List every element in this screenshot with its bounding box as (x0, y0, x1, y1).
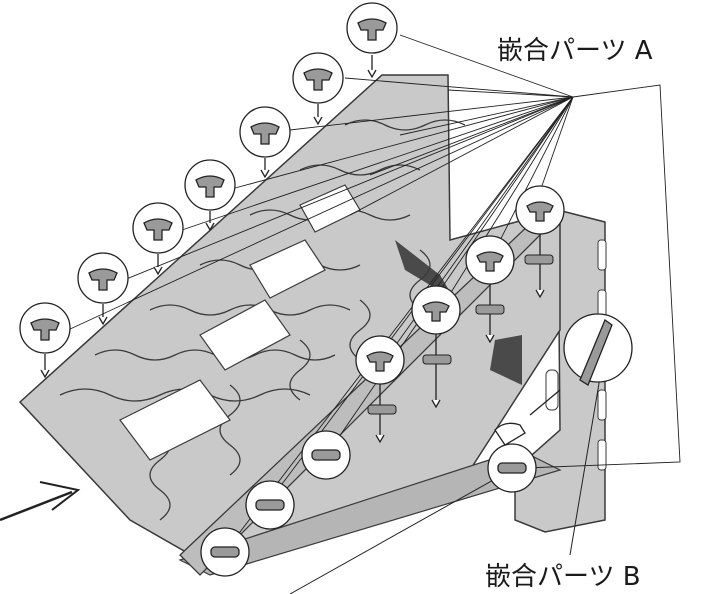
label-part-a: 嵌合パーツ A (497, 36, 653, 66)
callout-circle (515, 185, 565, 299)
callout-circle (292, 52, 344, 126)
callout-circle (19, 302, 71, 379)
callout-circle (77, 252, 129, 326)
callout-circle (355, 335, 405, 444)
leader-lines-a (67, 34, 681, 546)
callout-circle (465, 235, 515, 344)
callouts-lower-row (200, 185, 565, 577)
callouts-upper-row (19, 2, 398, 379)
callout-part-b (494, 313, 633, 446)
direction-arrow (0, 481, 81, 522)
callout-circle (245, 480, 295, 530)
callout-circle (301, 430, 351, 480)
back-panel (514, 209, 607, 533)
callout-circle (184, 159, 236, 232)
callout-circle (411, 285, 461, 409)
callout-circle (239, 106, 291, 179)
callout-circle (200, 527, 250, 577)
rail-slots (367, 254, 554, 415)
callout-circle (132, 202, 184, 276)
callout-circle (346, 2, 398, 79)
callout-circle (487, 443, 537, 493)
label-part-b: 嵌合パーツ B (485, 562, 641, 592)
main-panel (18, 74, 562, 576)
